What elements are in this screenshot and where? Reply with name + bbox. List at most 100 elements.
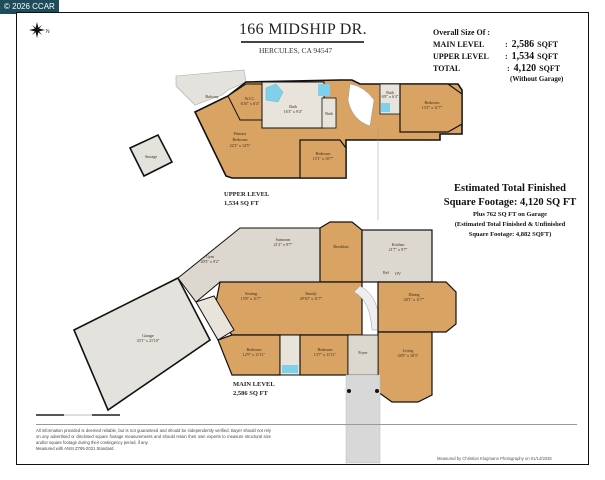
- svg-text:33'1" x 21'10": 33'1" x 21'10": [137, 338, 160, 343]
- colon: :: [505, 52, 512, 61]
- svg-text:Primary: Primary: [234, 131, 247, 136]
- compass-icon: N: [29, 22, 50, 38]
- svg-text:Bedroom: Bedroom: [425, 100, 441, 105]
- main-stairs: [353, 285, 381, 331]
- estimated-line-1: Estimated Total Finished: [453, 183, 567, 194]
- living-room: [377, 331, 433, 403]
- svg-text:Bedroom: Bedroom: [316, 151, 332, 156]
- svg-text:Bedroom: Bedroom: [318, 347, 334, 352]
- svg-text:Dining: Dining: [408, 292, 419, 297]
- size-label: TOTAL: [433, 64, 461, 73]
- upper-level-title: UPPER LEVEL: [224, 191, 270, 198]
- breakfast-room: [319, 221, 363, 283]
- svg-text:6'10" x 6'4": 6'10" x 6'4": [241, 101, 260, 106]
- svg-text:Bedroom: Bedroom: [247, 347, 263, 352]
- property-address: 166 MIDSHIP DR.: [239, 21, 367, 38]
- tub-icon: [282, 365, 298, 373]
- size-label: MAIN LEVEL: [433, 40, 485, 49]
- svg-text:6'8" x 6'4": 6'8" x 6'4": [382, 94, 399, 99]
- size-row-upper: UPPER LEVEL : 1,534 SQFT: [433, 51, 593, 63]
- size-label: UPPER LEVEL: [433, 52, 489, 61]
- svg-text:Breakfast: Breakfast: [333, 244, 349, 249]
- tub-icon: [265, 83, 284, 103]
- measurement-standard: Measured with ANSI Z765-2021 Standard: [36, 446, 114, 451]
- svg-text:Living: Living: [403, 348, 414, 353]
- svg-text:13'7" x 11'11": 13'7" x 11'11": [314, 352, 337, 357]
- shower-icon: [381, 103, 390, 112]
- size-unit: SQFT: [537, 40, 559, 49]
- title-underline: [241, 41, 364, 43]
- overall-size-table: Overall Size Of : MAIN LEVEL : 2,586 SQF…: [433, 28, 593, 83]
- shower-icon: [318, 84, 330, 96]
- svg-text:Kitchen: Kitchen: [392, 242, 405, 247]
- disclaimer-text: All information provided is deemed relia…: [36, 428, 271, 452]
- svg-text:N: N: [46, 29, 50, 35]
- size-value: 1,534: [511, 51, 535, 62]
- main-level-title: MAIN LEVEL: [233, 381, 275, 388]
- city-state-zip: HERCULES, CA 94547: [259, 46, 333, 55]
- scale-bar: [36, 414, 120, 417]
- svg-text:21'7" x 9'7": 21'7" x 9'7": [389, 247, 408, 252]
- dining-room: [377, 281, 457, 333]
- estimated-line-3: Plus 762 SQ FT on Garage: [472, 211, 548, 218]
- main-level-label: MAIN LEVEL 2,586 SQ FT: [233, 380, 275, 398]
- svg-text:29'10" x 11'7": 29'10" x 11'7": [300, 296, 323, 301]
- svg-text:Sunroom: Sunroom: [276, 237, 292, 242]
- svg-text:W.I.C.: W.I.C.: [245, 96, 255, 101]
- svg-text:Storage: Storage: [145, 154, 157, 159]
- svg-text:Bath: Bath: [325, 111, 333, 116]
- disclaimer-body: All information provided is deemed relia…: [36, 428, 271, 445]
- wic-room: [227, 83, 263, 121]
- upper-bedroom-center: [299, 139, 347, 179]
- colon: :: [505, 40, 512, 49]
- upper-level-sqft: 1,534 SQ FT: [224, 200, 259, 207]
- svg-text:Gym: Gym: [206, 254, 215, 259]
- svg-text:12'9" x 11'11": 12'9" x 11'11": [243, 352, 266, 357]
- upper-stairs: [347, 83, 375, 127]
- svg-text:24'9" x 18'3": 24'9" x 18'3": [398, 353, 419, 358]
- garage-floor: [72, 276, 212, 412]
- main-level-sqft: 2,586 SQ FT: [233, 390, 268, 397]
- size-row-main: MAIN LEVEL : 2,586 SQFT: [433, 39, 593, 51]
- svg-text:Bath: Bath: [289, 104, 297, 109]
- seating-family-floor: [213, 281, 363, 336]
- svg-text:Ref: Ref: [383, 270, 389, 275]
- svg-text:20'5" x 9'2": 20'5" x 9'2": [201, 259, 220, 264]
- foyer: [347, 334, 379, 376]
- balcony-area: [175, 69, 247, 106]
- footer-divider: [36, 424, 577, 425]
- svg-text:16'3" x 9'4": 16'3" x 9'4": [284, 109, 303, 114]
- overall-size-heading: Overall Size Of :: [433, 28, 491, 37]
- main-bedroom-center: [299, 334, 349, 376]
- storage-room: [128, 133, 174, 178]
- without-garage-note: (Without Garage): [510, 75, 564, 83]
- svg-text:21'2" x 9'7": 21'2" x 9'7": [274, 242, 293, 247]
- size-row-total: TOTAL : 4,120 SQFT: [433, 63, 593, 75]
- svg-text:13'2" x 11'7": 13'2" x 11'7": [422, 105, 443, 110]
- svg-text:Foyer: Foyer: [358, 350, 368, 355]
- svg-text:Balcony: Balcony: [205, 94, 218, 99]
- photographer-credit: Measured by Christian Klugmann Photograp…: [437, 456, 552, 461]
- svg-text:13'1" x 10'7": 13'1" x 10'7": [313, 156, 334, 161]
- copyright-badge: © 2026 CCAR: [0, 0, 59, 14]
- size-value: 2,586: [511, 39, 535, 50]
- porch-column: [347, 389, 351, 393]
- colon: :: [505, 64, 514, 73]
- estimated-line-2: Square Footage: 4,120 SQ FT: [443, 197, 577, 208]
- svg-text:22'2" x 14'5": 22'2" x 14'5": [230, 143, 251, 148]
- svg-text:Seating: Seating: [245, 291, 257, 296]
- upper-small-bath: [321, 97, 337, 129]
- svg-text:Family: Family: [305, 291, 316, 296]
- size-unit: SQFT: [537, 52, 559, 61]
- upper-level-label: UPPER LEVEL 1,534 SQ FT: [224, 190, 269, 208]
- front-porch: [345, 374, 381, 464]
- kitchen-tile: [361, 229, 433, 283]
- estimated-line-5: Square Footage: 4,882 SQFT): [468, 231, 552, 238]
- svg-text:Bedroom: Bedroom: [233, 137, 249, 142]
- laundry-room: [195, 295, 235, 341]
- estimated-line-4: (Estimated Total Finished & Unfinished: [454, 221, 566, 228]
- porch-column: [375, 389, 379, 393]
- size-unit: SQFT: [539, 64, 561, 73]
- svg-text:20'1" x 11'7": 20'1" x 11'7": [404, 297, 425, 302]
